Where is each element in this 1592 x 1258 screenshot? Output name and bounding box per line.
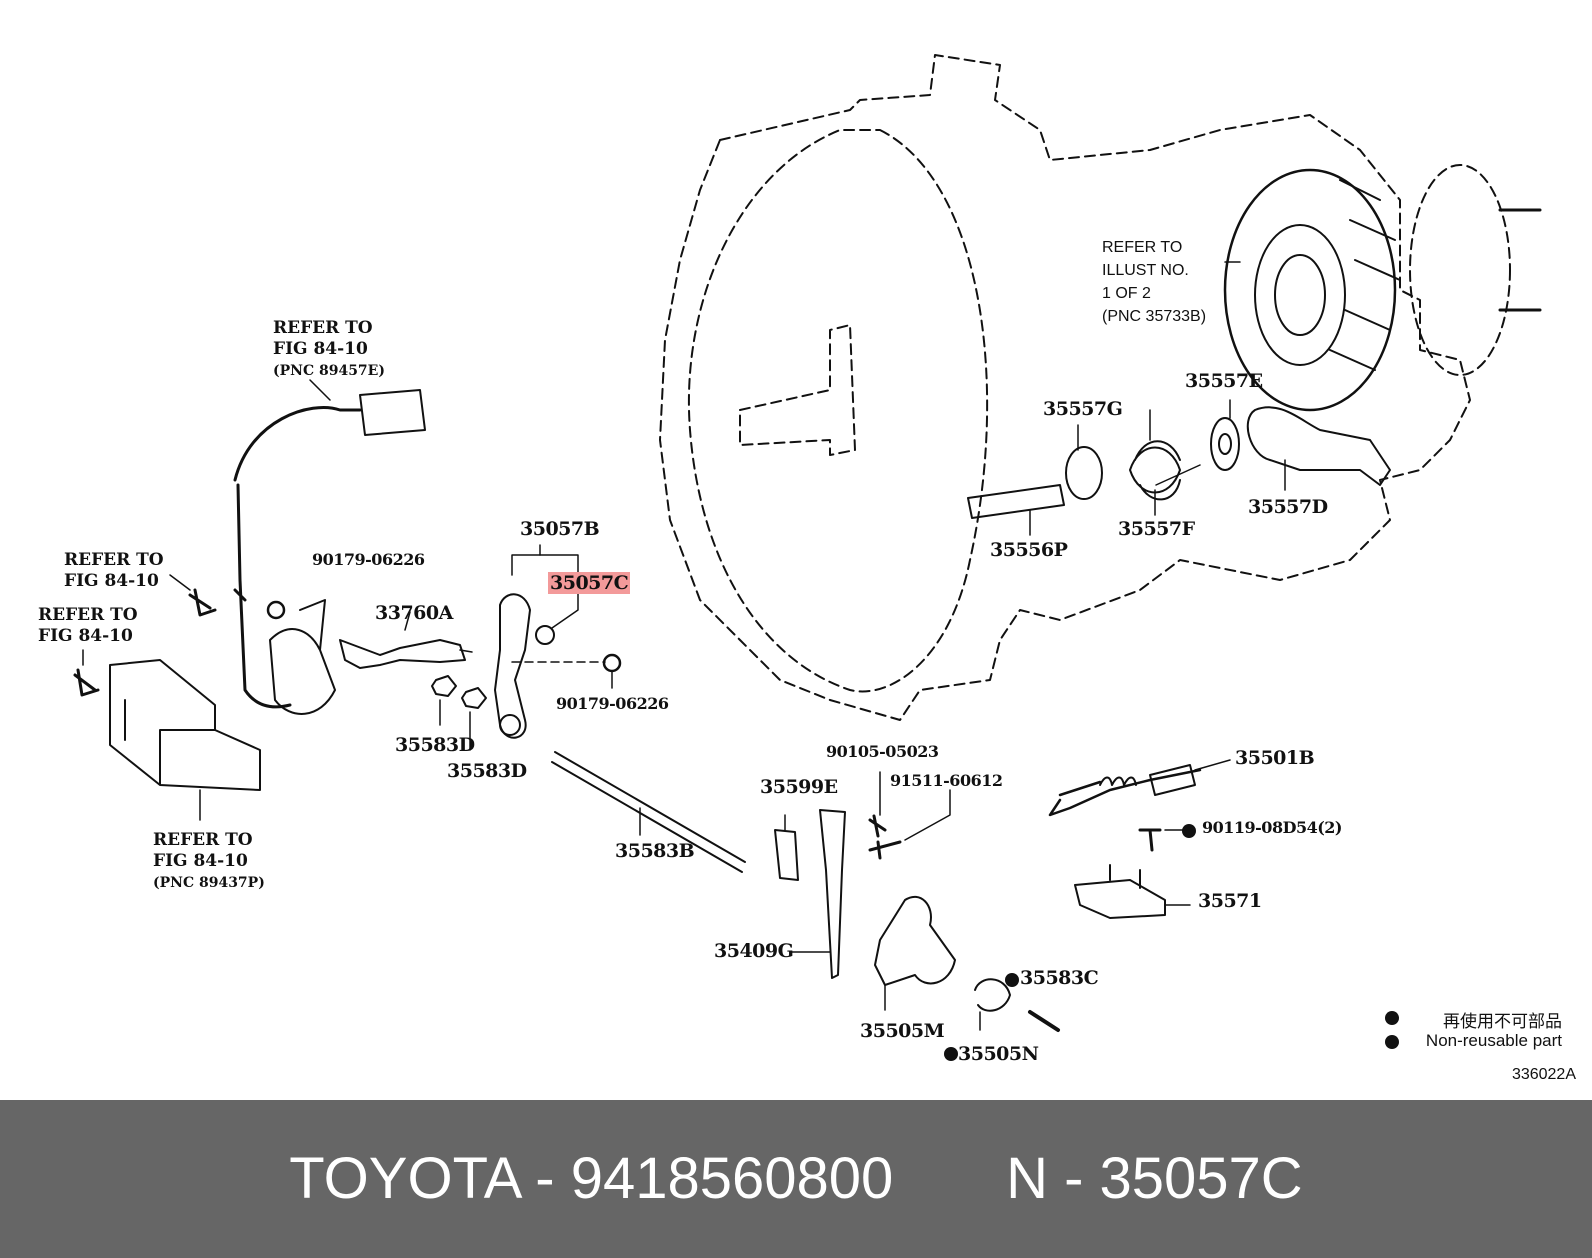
label-35599E[interactable]: 35599E <box>760 776 838 798</box>
bolt-left-lower <box>73 668 100 697</box>
refer-note-bottom: REFER TO FIG 84-10 (PNC 89437P) <box>153 830 265 894</box>
label-35557F[interactable]: 35557F <box>1118 518 1195 540</box>
footer-bar: TOYOTA - 9418560800 N - 35057C <box>0 1100 1592 1258</box>
part-35557D-lever <box>1246 406 1391 486</box>
label-35557G[interactable]: 35557G <box>1043 398 1123 420</box>
refer-line: REFER TO <box>64 550 164 570</box>
label-90119-08D54[interactable]: 90119-08D54(2) <box>1202 818 1342 837</box>
legend-bullet-en <box>1385 1035 1399 1049</box>
parts-diagram: REFER TO FIG 84-10 (PNC 89457E) REFER TO… <box>38 54 1576 1083</box>
label-35583D-2[interactable]: 35583D <box>447 760 527 782</box>
legend-bullet-jp <box>1385 1011 1399 1025</box>
part-35557E-washer <box>1210 417 1240 471</box>
part-35583C-pin <box>1028 1010 1060 1032</box>
part-35501B-rod <box>1048 768 1202 817</box>
bell-housing-face <box>688 129 989 693</box>
bolt-left-upper <box>188 588 217 617</box>
figure-number: 336022A <box>1511 1066 1576 1083</box>
part-35599E-plate <box>774 829 799 881</box>
label-33760A[interactable]: 33760A <box>375 602 453 624</box>
label-35583C[interactable]: 35583C <box>1020 967 1099 989</box>
rear-gear-disk <box>1223 168 1397 412</box>
refer-line: (PNC 35733B) <box>1102 308 1207 325</box>
wire-harness <box>233 406 362 709</box>
label-35505N[interactable]: 35505N <box>958 1043 1039 1065</box>
part-35557F-spring <box>1129 440 1181 501</box>
label-35556P[interactable]: 35556P <box>990 539 1068 561</box>
refer-line: REFER TO <box>38 605 138 625</box>
refer-line: REFER TO <box>153 830 253 850</box>
refer-line: FIG 84-10 <box>273 339 368 359</box>
refer-note-left2: REFER TO FIG 84-10 <box>38 605 138 647</box>
footer-part-number: TOYOTA - 9418560800 N - 35057C <box>289 1146 1303 1211</box>
label-35557D[interactable]: 35557D <box>1248 496 1328 518</box>
refer-line: 1 OF 2 <box>1102 285 1151 302</box>
refer-line: FIG 84-10 <box>38 626 133 646</box>
label-35583B[interactable]: 35583B <box>615 840 695 862</box>
part-35583B-rod <box>551 751 746 873</box>
label-90105-05023[interactable]: 90105-05023 <box>826 742 939 761</box>
nut-90179-left <box>266 600 286 620</box>
nonreusable-bullet-35583C <box>1005 973 1019 987</box>
label-35505M[interactable]: 35505M <box>860 1020 945 1042</box>
part-33760A-sensor <box>339 639 466 669</box>
part-35556P-shaft <box>967 484 1065 519</box>
label-91511-60612[interactable]: 91511-60612 <box>890 771 1003 790</box>
refer-pnc: (PNC 89437P) <box>153 875 265 891</box>
nonreusable-bullet-90119 <box>1182 824 1196 838</box>
diagram-drawing <box>73 54 1542 1061</box>
refer-note-top: REFER TO FIG 84-10 (PNC 89457E) <box>273 318 385 382</box>
refer-line: REFER TO <box>273 318 373 338</box>
refer-pnc: (PNC 89457E) <box>273 363 385 379</box>
label-35057B[interactable]: 35057B <box>520 518 600 540</box>
label-35571[interactable]: 35571 <box>1198 890 1262 912</box>
part-35409G-strip <box>819 809 846 979</box>
refer-line: FIG 84-10 <box>153 851 248 871</box>
bolt-90105 <box>868 814 887 838</box>
part-35571-plate <box>1074 864 1166 919</box>
label-35057C[interactable]: 35057C <box>548 572 631 594</box>
legend-english: Non-reusable part <box>1425 1031 1562 1050</box>
sensor-body <box>269 599 336 715</box>
refer-note-left1: REFER TO FIG 84-10 <box>64 550 164 592</box>
bolt-91511 <box>868 840 902 860</box>
legend-japanese: 再使用不可部品 <box>1443 1012 1562 1031</box>
label-35583D-1[interactable]: 35583D <box>395 734 475 756</box>
label-35501B[interactable]: 35501B <box>1235 747 1315 769</box>
label-90179-06226-lower[interactable]: 90179-06226 <box>556 694 669 713</box>
nut-35583D-2 <box>461 687 487 709</box>
bolt-90119 <box>1138 828 1162 852</box>
input-shaft <box>739 324 856 456</box>
refer-line: ILLUST NO. <box>1102 262 1189 279</box>
nut-35583D-1 <box>431 675 457 697</box>
transmission-housing-outline <box>659 54 1471 721</box>
part-35505N-ring <box>974 978 1011 1012</box>
label-35409G[interactable]: 35409G <box>714 940 794 962</box>
label-35557E[interactable]: 35557E <box>1185 370 1263 392</box>
label-35057C-highlight: 35057C <box>548 572 631 594</box>
part-35505M-bracket <box>874 895 956 986</box>
refer-note-illust: REFER TO ILLUST NO. 1 OF 2 (PNC 35733B) <box>1102 236 1206 328</box>
label-90179-06226-upper[interactable]: 90179-06226 <box>312 550 425 569</box>
bracket-89437P <box>109 659 261 791</box>
refer-line: FIG 84-10 <box>64 571 159 591</box>
refer-line: REFER TO <box>1102 239 1183 256</box>
nonreusable-bullet-35505N <box>944 1047 958 1061</box>
nut-90179-right <box>602 653 622 673</box>
part-35057C-bushing <box>535 625 555 645</box>
